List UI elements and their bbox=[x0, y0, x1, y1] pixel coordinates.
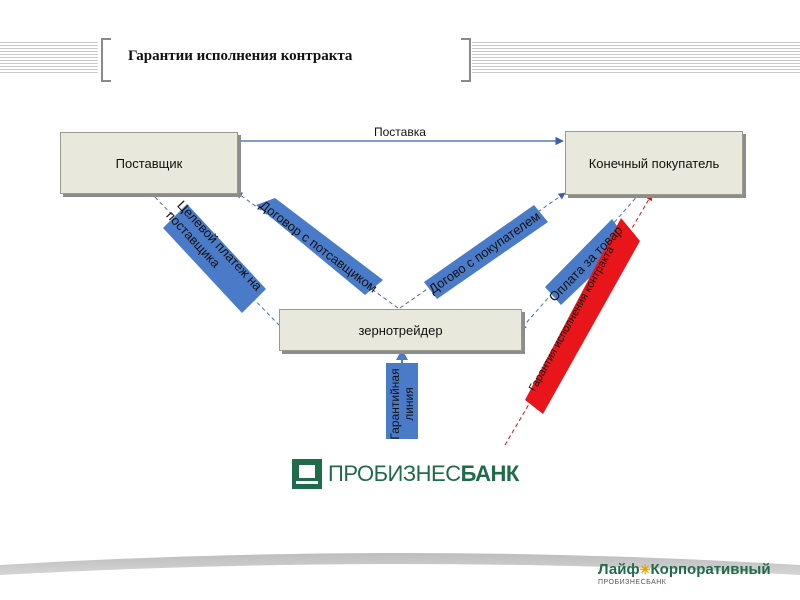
band-guarantee-contract bbox=[525, 218, 640, 414]
header-stripes-right bbox=[472, 42, 800, 74]
band-guarantee-line bbox=[386, 363, 418, 439]
footer-wave bbox=[0, 553, 800, 600]
band-contract-buyer bbox=[424, 205, 548, 299]
header-bracket-right bbox=[461, 38, 471, 82]
node-supplier-label: Поставщик bbox=[115, 155, 183, 171]
life-corporate-logo: Лайф✳Корпоративный ПРОБИЗНЕСБАНК bbox=[598, 561, 771, 586]
node-trader-label: зернотрейдер bbox=[358, 322, 443, 338]
delivery-label: Поставка bbox=[374, 125, 426, 139]
slide-title: Гарантии исполнения контракта bbox=[128, 48, 353, 64]
header-bracket-left bbox=[101, 38, 111, 82]
node-supplier: Поставщик bbox=[60, 132, 238, 194]
node-buyer: Конечный покупатель bbox=[565, 131, 743, 195]
node-trader: зернотрейдер bbox=[279, 309, 522, 351]
probusinessbank-logo: ПРОБИЗНЕСБАНК bbox=[292, 459, 519, 491]
band-target-payment bbox=[163, 204, 266, 313]
node-buyer-label: Конечный покупатель bbox=[588, 155, 720, 171]
band-payment-goods bbox=[545, 219, 628, 305]
band-contract-supplier bbox=[256, 198, 383, 295]
bank-mark-icon bbox=[292, 459, 322, 489]
guarantee-line-label: Гарантийная линия bbox=[388, 368, 416, 440]
snowflake-icon: ✳ bbox=[639, 562, 651, 577]
bank-name: ПРОБИЗНЕСБАНК bbox=[328, 461, 519, 486]
header-stripes-left bbox=[0, 42, 98, 74]
